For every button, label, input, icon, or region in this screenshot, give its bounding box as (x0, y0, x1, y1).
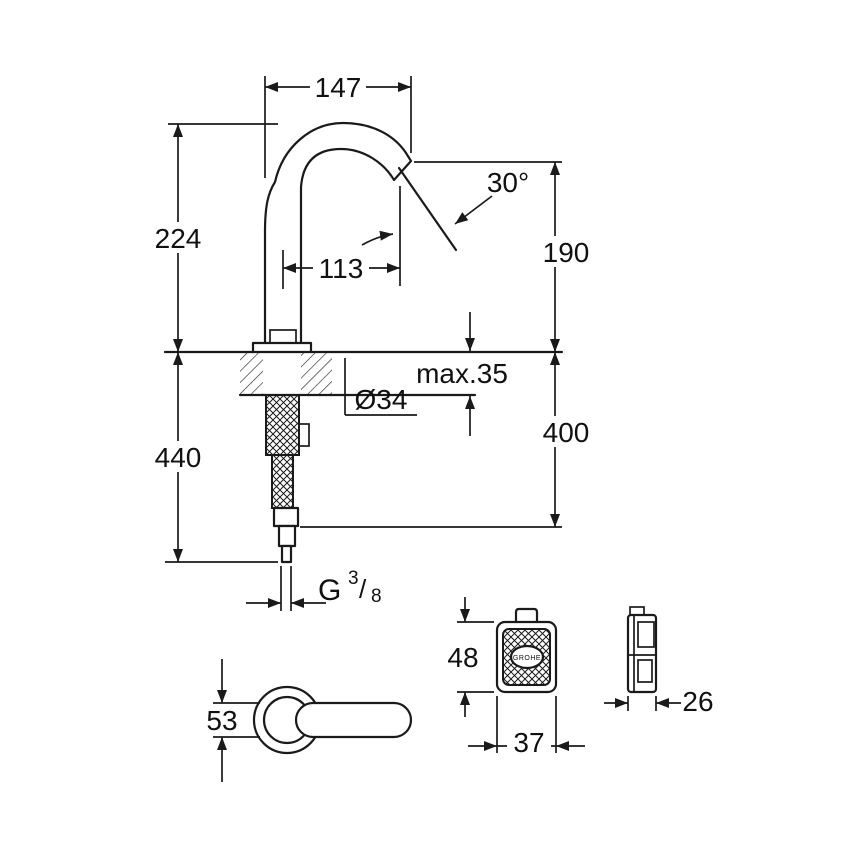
dim-label-box-width: 37 (513, 727, 544, 758)
dim-label-below-deck-length: 440 (155, 442, 202, 473)
dim-label-height-to-top: 224 (155, 223, 202, 254)
side-detail-upper (637, 621, 655, 648)
dim-height-to-top: 224 (150, 123, 278, 352)
angle-reference-line (397, 166, 458, 252)
hose-fitting-lower (277, 524, 297, 548)
dim-label-supply-length: 400 (543, 417, 590, 448)
dim-box-height: 48 (447, 597, 494, 717)
dim-handle-height: 53 (206, 659, 260, 782)
thread-nipple (280, 544, 293, 564)
dim-supply-length: 400 (300, 352, 594, 528)
dim-label-thread-size: G 3 / 8 (318, 568, 382, 607)
control-box-side-view: 26 (604, 606, 714, 717)
dim-label-spout-angle: 30° (487, 167, 529, 198)
deck-section-hatch-left (240, 353, 263, 394)
dim-label-box-depth: 26 (682, 686, 713, 717)
brand-badge-label: GROHE (513, 655, 541, 662)
dim-label-handle-height: 53 (206, 705, 237, 736)
dim-outlet-height: 190 (414, 161, 594, 352)
hose-fitting-upper (272, 506, 300, 528)
deck-section-hatch-right (301, 353, 332, 394)
brand-badge-oval (509, 644, 545, 670)
handle-view: 53 (206, 659, 413, 782)
mounting-clip (298, 423, 310, 447)
handle-lever (294, 701, 413, 739)
dim-spout-reach: 147 (264, 72, 412, 178)
dim-label-outlet-height: 190 (543, 237, 590, 268)
dim-box-depth: 26 (604, 686, 714, 717)
threaded-shaft (265, 394, 300, 456)
faucet-base-plate (251, 341, 313, 354)
control-box-side-outline (626, 613, 658, 694)
dim-label-spout-projection: 113 (319, 253, 364, 284)
dim-label-box-height: 48 (447, 642, 478, 673)
dim-below-deck-length: 440 (150, 352, 278, 563)
sensor-window (269, 329, 297, 344)
dim-spout-angle: 30° (361, 166, 529, 252)
dim-hole-diameter: Ø34 (344, 358, 417, 416)
dim-max-counter-thickness: max.35 (416, 312, 508, 436)
control-box-front-outline (495, 620, 558, 694)
dim-spout-projection: 113 (282, 186, 401, 289)
control-box-front-view: GROHE 48 37 (447, 597, 585, 758)
control-box-tab (514, 607, 539, 624)
dim-label-max-counter-thickness: max.35 (416, 358, 508, 389)
angle-leader-line (454, 195, 493, 225)
side-detail-lower (637, 659, 653, 683)
angle-arc-arrow (361, 230, 394, 246)
dim-box-width: 37 (468, 696, 585, 758)
dim-thread-size: G 3 / 8 (246, 566, 382, 611)
faucet-outline (263, 121, 413, 345)
supply-hose (271, 454, 294, 509)
dim-label-spout-reach: 147 (315, 72, 362, 103)
main-view: 147 224 113 30° 190 (150, 72, 594, 611)
control-box-side-tab (629, 606, 645, 616)
dim-label-hole-diameter: Ø34 (355, 384, 408, 415)
